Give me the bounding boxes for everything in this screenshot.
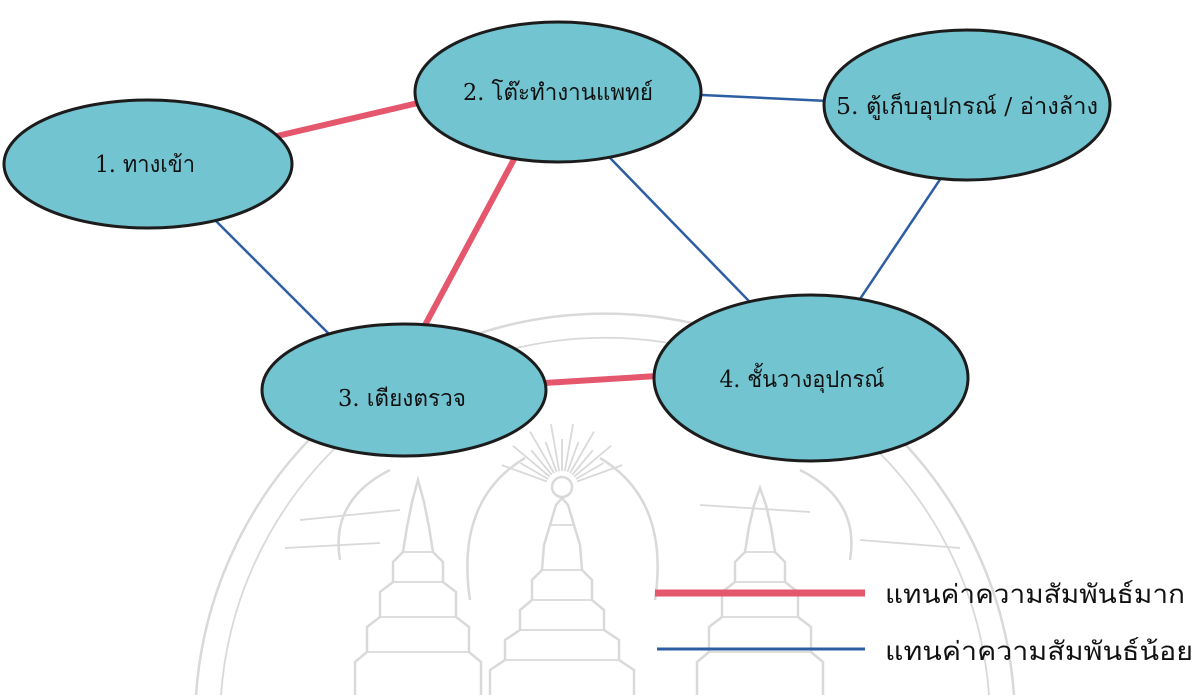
node-5: 5. ตู้เก็บอุปกรณ์ / อ่างล้าง [822,28,1112,182]
watermark-ray [569,431,595,474]
watermark-ray [566,441,580,473]
watermark-flame-left [337,456,526,601]
watermark-flame-right [599,456,853,601]
legend: แทนค่าความสัมพันธ์มาก แทนค่าความสัมพันธ์… [655,580,1193,667]
watermark-ray [544,441,558,473]
node-3-ellipse [260,322,548,458]
watermark-sun-rays [501,423,623,483]
node-1: 1. ทางเข้า [2,98,294,230]
legend-strong-label: แทนค่าความสัมพันธ์มาก [885,580,1185,610]
watermark-ring-inner [220,336,990,696]
watermark-sun [550,475,574,499]
watermark-ray [530,449,553,476]
watermark-center-stupa-tiers [505,524,619,661]
edge-2-4 [583,130,775,328]
node-4: 4. ชั้นวางอุปกรณ์ [652,293,970,463]
node-5-ellipse [822,28,1112,182]
watermark-ray [529,431,555,474]
watermark-strokes [284,504,961,549]
node-2: 2. โต๊ะทำงานแพทย์ [413,20,703,164]
watermark-left-stupa-tiers [367,551,469,653]
watermark-ray [571,449,594,476]
node-2-ellipse [413,20,703,164]
watermark-ray [512,445,551,478]
watermark-ray [563,423,574,472]
watermark-center-stupa [488,496,636,695]
seal-watermark [194,312,1016,696]
node-1-ellipse [2,98,294,230]
watermark-ray [575,462,605,480]
node-1-label: 1. ทางเข้า [95,152,195,178]
watermark-ring-outer [194,312,1016,696]
node-4-label: 4. ชั้นวางอุปกรณ์ [720,363,885,393]
watermark-right-stupa-tiers [709,551,811,653]
node-3: 3. เตียงตรวจ [260,322,548,458]
watermark-ray [519,462,549,480]
watermark-ray [573,445,612,478]
node-3-label: 3. เตียงตรวจ [338,386,466,412]
node-4-ellipse [652,293,970,463]
legend-item-strong: แทนค่าความสัมพันธ์มาก [655,580,1185,610]
watermark-ray [550,423,561,472]
edge-2-3 [402,126,534,364]
watermark-left-stupa [353,475,483,695]
node-5-label: 5. ตู้เก็บอุปกรณ์ / อ่างล้าง [836,91,1098,120]
legend-weak-label: แทนค่าความสัมพันธ์น้อย [885,637,1193,667]
node-2-label: 2. โต๊ะทำงานแพทย์ [463,79,653,106]
watermark-right-stupa [695,484,825,695]
legend-item-weak: แทนค่าความสัมพันธ์น้อย [657,637,1193,667]
